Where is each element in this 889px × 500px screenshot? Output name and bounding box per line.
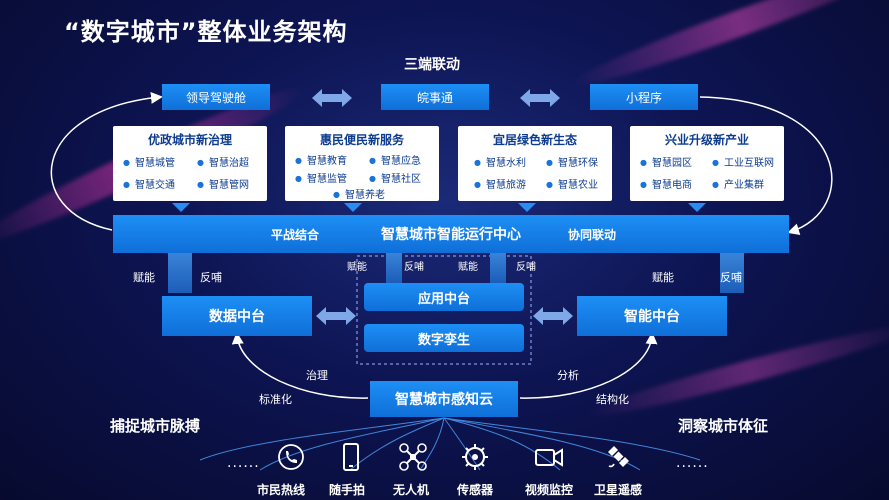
arc-arrow-left: [231, 332, 369, 399]
end-label: 小程序: [625, 90, 662, 105]
bar-main-label: 智慧城市智能运行中心: [381, 227, 521, 243]
card-item: 智慧社区: [369, 170, 421, 185]
card-item: 产业集群: [712, 176, 764, 191]
card-title: 惠民便民新服务: [319, 133, 404, 147]
end-label: 领导驾驶舱: [185, 90, 246, 105]
empower-label: 赋能: [347, 262, 367, 273]
sensor-label: 传感器: [457, 483, 494, 497]
feedback-label: 反哺: [200, 271, 222, 284]
analyze-label: 分析: [557, 369, 579, 382]
bar-right-label: 协同联动: [568, 227, 617, 242]
double-arrow-icon: [533, 307, 573, 325]
video-camera-icon: [535, 448, 563, 467]
feedback-label: 反哺: [720, 271, 742, 284]
card-title: 优政城市新治理: [147, 133, 232, 147]
phone-icon: [278, 444, 304, 470]
loop-arrow-left: [50, 91, 163, 231]
double-arrow-icon: [312, 89, 352, 107]
data-platform: 数据中台: [162, 296, 312, 336]
smartphone-icon: [343, 443, 359, 471]
card-item: 智慧应急: [369, 152, 421, 167]
sensor-label: 卫星遥感: [594, 483, 643, 497]
three-end-linkage-label: 三端联动: [404, 57, 460, 73]
card-title: 兴业升级新产业: [664, 133, 749, 147]
card-item: 智慧监管: [295, 170, 347, 185]
sensor-label: 市民热线: [257, 483, 306, 497]
feedback-label: 反哺: [516, 262, 536, 273]
digital-twin-platform: 数字孪生: [364, 324, 524, 352]
arc-arrow-right: [519, 332, 658, 399]
app-platform: 应用中台: [364, 283, 524, 311]
card-item: 智慧农业: [546, 176, 598, 191]
ellipsis-left: ......: [227, 455, 260, 471]
card-industry: 兴业升级新产业 智慧园区 工业互联网 智慧电商 产业集群: [630, 126, 784, 201]
card-ecology: 宜居绿色新生态 智慧水利 智慧环保 智慧旅游 智慧农业: [458, 126, 612, 201]
end-wanshitong: 皖事通: [381, 84, 489, 110]
end-label: 皖事通: [416, 90, 453, 105]
pillar-center-2: [490, 253, 506, 283]
card-item: 智慧旅游: [474, 176, 526, 191]
sensor-label: 随手拍: [329, 483, 366, 497]
sensor-icon: [462, 444, 488, 470]
drone-icon: [399, 443, 427, 471]
platform-label: 智慧城市感知云: [395, 392, 493, 408]
card-item: 智慧园区: [640, 154, 692, 169]
govern-label: 治理: [306, 369, 328, 382]
perception-cloud: 智慧城市感知云: [370, 381, 518, 417]
center-dashed-box: [356, 255, 532, 365]
structure-label: 结构化: [596, 393, 629, 406]
standardize-label: 标准化: [259, 393, 292, 406]
card-item: 智慧交通: [123, 176, 175, 191]
card-title: 宜居绿色新生态: [492, 133, 577, 147]
ai-platform: 智能中台: [577, 296, 727, 336]
side-label-right: 洞察城市体征: [678, 417, 769, 435]
pillar-right: [720, 253, 744, 293]
platform-label: 数字孪生: [417, 332, 470, 348]
bar-left-label: 平战结合: [271, 227, 320, 242]
empower-label: 赋能: [133, 271, 155, 284]
card-item: 智慧养老: [333, 186, 385, 201]
platform-label: 智能中台: [624, 309, 680, 325]
ellipsis-right: ......: [676, 455, 709, 471]
card-item: 智慧教育: [295, 152, 347, 167]
pillar-center-1: [386, 253, 402, 283]
pillar-left: [168, 253, 192, 293]
end-mini-program: 小程序: [590, 84, 698, 110]
double-arrow-icon: [316, 307, 356, 325]
card-item: 智慧治超: [197, 154, 249, 169]
card-item: 智慧环保: [546, 154, 598, 169]
empower-label: 赋能: [458, 262, 478, 273]
side-label-left: 捕捉城市脉搏: [110, 417, 201, 435]
feedback-label: 反哺: [404, 262, 424, 273]
card-service: 惠民便民新服务 智慧教育 智慧应急 智慧监管 智慧社区 智慧养老: [285, 126, 439, 201]
satellite-icon: [608, 446, 629, 468]
card-item: 智慧城管: [123, 154, 175, 169]
platform-label: 数据中台: [209, 309, 265, 325]
card-item: 智慧管网: [197, 176, 249, 191]
end-leader-cockpit: 领导驾驶舱: [162, 84, 270, 110]
loop-arrow-right: [699, 96, 833, 236]
card-pointer-icon: [172, 203, 706, 212]
page-title: “数字城市”整体业务架构: [64, 18, 348, 46]
card-item: 智慧水利: [474, 154, 526, 169]
double-arrow-icon: [520, 89, 560, 107]
empower-label: 赋能: [652, 271, 674, 284]
platform-label: 应用中台: [417, 291, 470, 307]
card-governance: 优政城市新治理 智慧城管 智慧治超 智慧交通 智慧管网: [113, 126, 267, 201]
card-item: 智慧电商: [640, 176, 692, 191]
sensor-label: 无人机: [393, 483, 430, 497]
operation-center-bar: 平战结合 智慧城市智能运行中心 协同联动: [113, 215, 789, 253]
card-item: 工业互联网: [712, 154, 774, 169]
sensor-label: 视频监控: [525, 483, 574, 497]
